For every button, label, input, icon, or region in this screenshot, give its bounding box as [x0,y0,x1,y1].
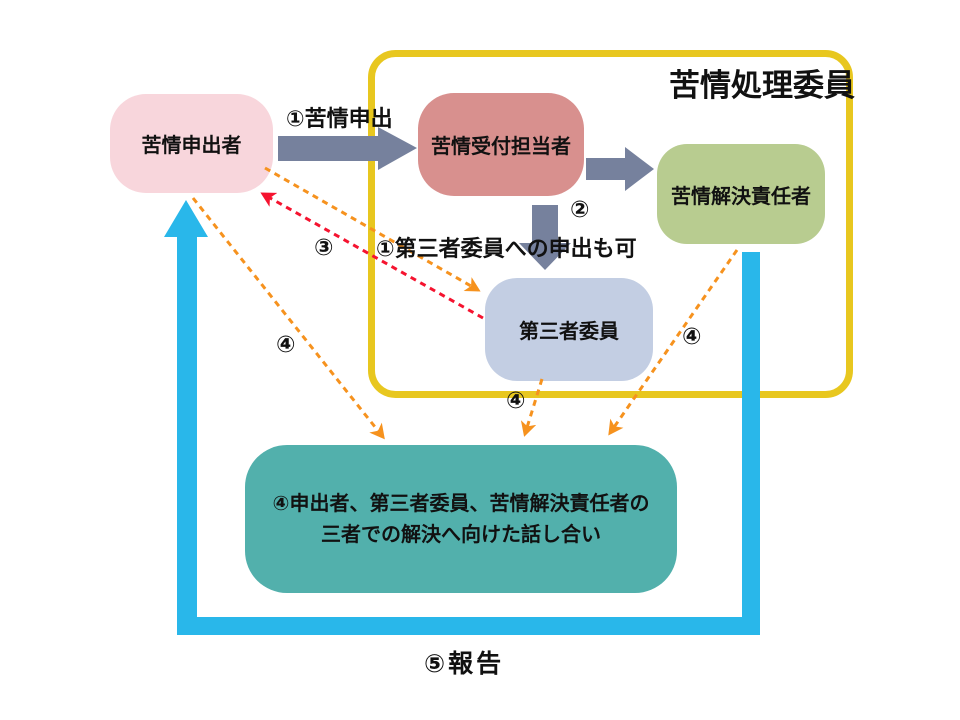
arrow-third-party-to-meeting-dashed [520,378,544,437]
step1-third-party-option-label: ①第三者委員への申出も可 [376,237,637,262]
reception-staff-box: 苦情受付担当者 [418,93,584,196]
step4-resolver-label: ④ [682,324,702,350]
step4-applicant-label: ④ [276,332,296,358]
meeting-label-line2: 三者での解決へ向けた話し合い [321,522,601,546]
third-party-committee-label: 第三者委員 [519,319,619,343]
three-party-meeting-box: ④申出者、第三者委員、苦情解決責任者の 三者での解決へ向けた話し合い [245,445,677,593]
third-party-committee-box: 第三者委員 [485,278,653,381]
step5-report-label: ⑤報告 [424,649,505,678]
step4-third-party-label: ④ [506,388,526,414]
arrow-applicant-to-meeting-dashed [191,197,385,440]
resolution-manager-label: 苦情解決責任者 [671,183,811,208]
arrow-reception-to-resolver [586,147,654,191]
step3-label: ③ [314,235,334,261]
arrow-applicant-to-reception [278,127,417,170]
step1-complaint-label: ①苦情申出 [286,107,393,132]
reception-staff-label: 苦情受付担当者 [431,134,571,158]
resolution-manager-box: 苦情解決責任者 [657,144,825,244]
meeting-label-line1: ④申出者、第三者委員、苦情解決責任者の [272,491,650,515]
committee-title: 苦情処理委員 [669,68,855,104]
applicant-label: 苦情申出者 [141,133,242,157]
applicant-box: 苦情申出者 [110,94,273,193]
step2-label: ② [570,197,590,223]
